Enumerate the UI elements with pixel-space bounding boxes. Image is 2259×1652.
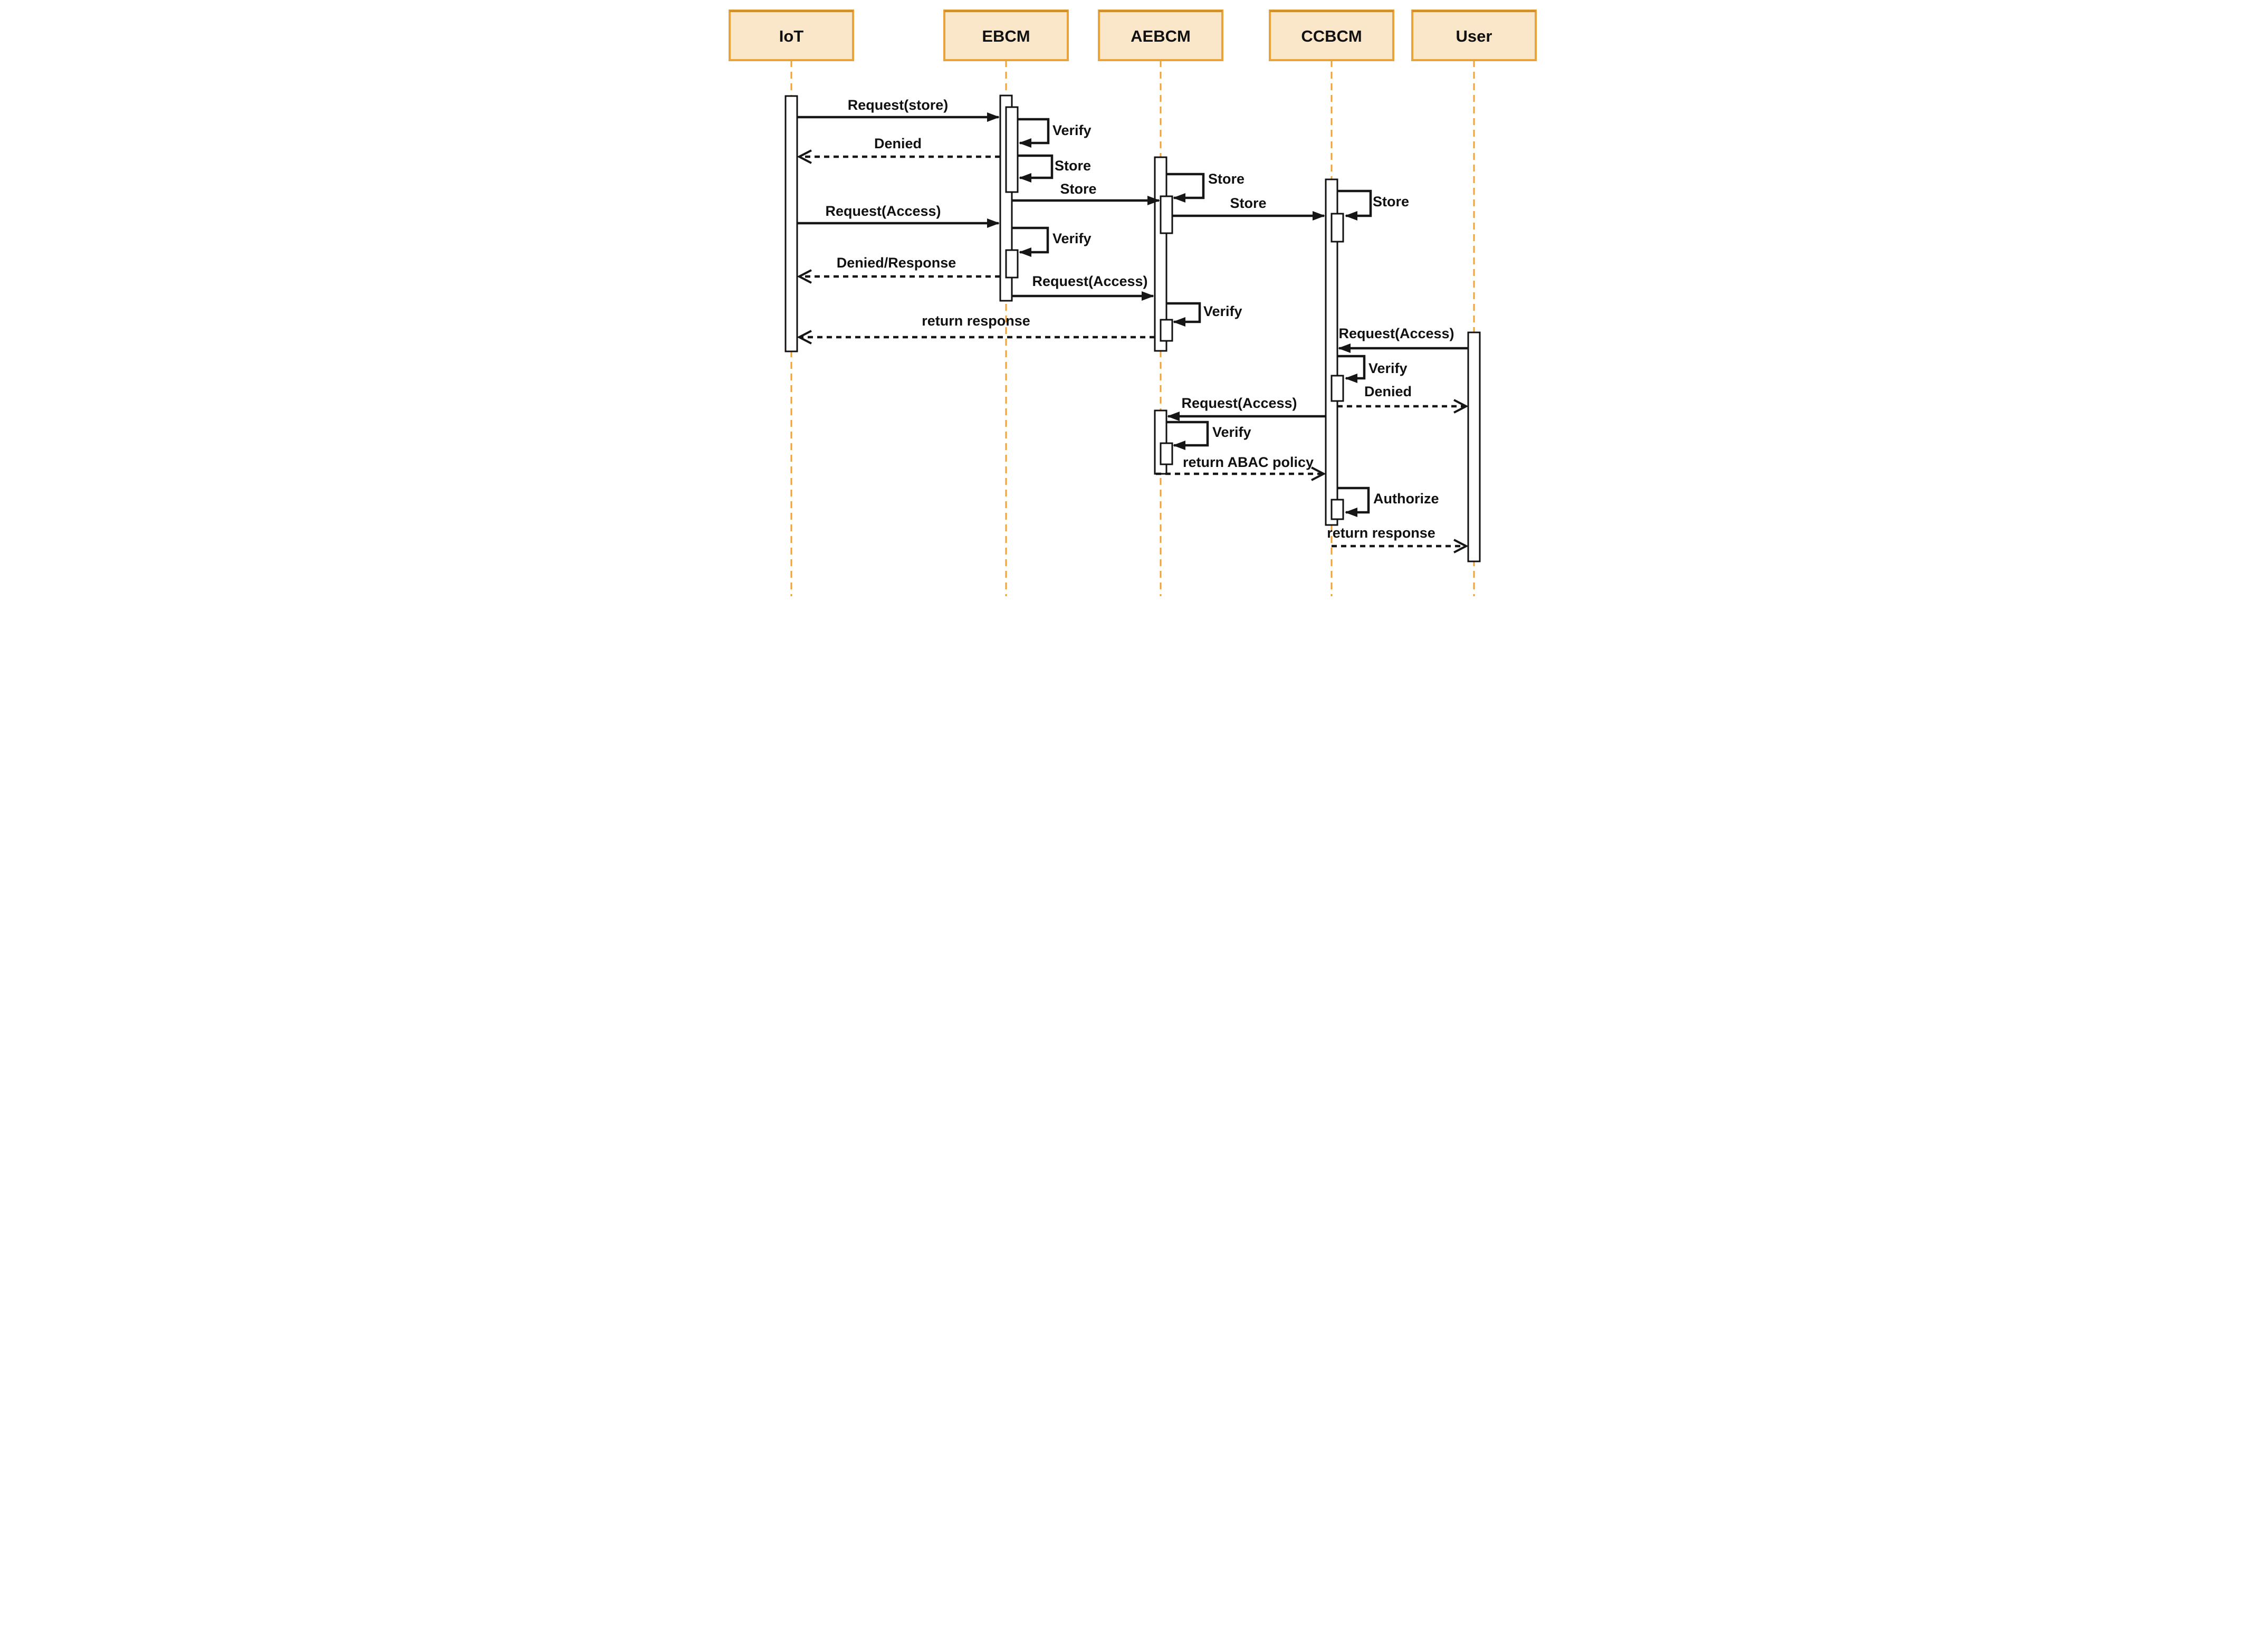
message-self-verify-ebcm-2 [1011, 226, 1049, 257]
message-label: Request(Access) [825, 203, 941, 219]
activation-iot [784, 95, 798, 352]
message-self-verify-ccbcm [1337, 355, 1365, 383]
message-label: Store [1230, 195, 1266, 211]
message-label: Store [1373, 194, 1409, 209]
participant-box-iot [728, 9, 854, 61]
participant-label-ccbcm: CCBCM [1301, 27, 1362, 45]
participant-aebcm: AEBCM [1097, 9, 1223, 61]
message-label: Verify [1052, 231, 1092, 246]
message-label: Store [1208, 171, 1245, 187]
message-self-verify-aebcm-1 [1166, 302, 1201, 327]
message-label: return response [922, 313, 1030, 329]
message-label: Denied/Response [836, 255, 956, 271]
message-self-verify-aebcm-2 [1166, 421, 1209, 450]
message-label: Denied [1364, 384, 1411, 399]
activation-ebcm-inner-1 [1005, 106, 1018, 193]
participant-label-user: User [1456, 27, 1492, 45]
message-label: Store [1055, 158, 1091, 174]
participant-user: User [1411, 9, 1537, 61]
activation-ccbcm-auth [1330, 499, 1344, 520]
message-label: Request(Access) [1032, 273, 1147, 289]
message-self-authorize-ccbcm [1337, 486, 1370, 517]
activation-aebcm-1a [1160, 195, 1173, 234]
message-label: Verify [1212, 424, 1251, 440]
message-label: return response [1327, 525, 1435, 541]
sequence-diagram-canvas: IoT EBCM AEBCM CCBCM User Request(store)… [728, 9, 1537, 596]
message-self-store-ebcm [1018, 154, 1053, 183]
participant-label-aebcm: AEBCM [1131, 27, 1191, 45]
activation-ccbcm-store [1330, 213, 1344, 243]
message-label: Request(store) [847, 97, 948, 113]
message-self-store-aebcm [1166, 173, 1204, 203]
message-label: Request(Access) [1181, 395, 1297, 411]
activation-ebcm-inner-2 [1005, 249, 1018, 279]
activation-user [1467, 331, 1480, 562]
message-label: Verify [1368, 360, 1408, 376]
participant-ccbcm: CCBCM [1268, 9, 1394, 61]
message-self-verify-ebcm-1 [1018, 118, 1049, 148]
message-label: Denied [874, 136, 921, 151]
message-label: Request(Access) [1338, 326, 1454, 341]
message-label: Authorize [1373, 491, 1439, 507]
activation-aebcm-1b [1160, 319, 1173, 342]
activation-ccbcm [1325, 178, 1338, 526]
activation-ccbcm-verify [1330, 375, 1344, 402]
message-label: Store [1060, 181, 1096, 197]
message-label: return ABAC policy [1182, 454, 1313, 470]
message-label: Verify [1203, 303, 1242, 319]
message-label: Verify [1052, 122, 1092, 138]
participant-label-ebcm: EBCM [982, 27, 1030, 45]
activation-aebcm-2a [1160, 442, 1173, 465]
message-self-store-ccbcm [1337, 189, 1372, 221]
participant-label-iot: IoT [779, 27, 803, 45]
participant-box-aebcm [1097, 9, 1223, 61]
participant-box-user [1411, 9, 1537, 61]
participant-iot: IoT [728, 9, 854, 61]
participant-ebcm: EBCM [943, 9, 1069, 61]
sequence-diagram: IoT EBCM AEBCM CCBCM User Request(store)… [722, 0, 1537, 596]
